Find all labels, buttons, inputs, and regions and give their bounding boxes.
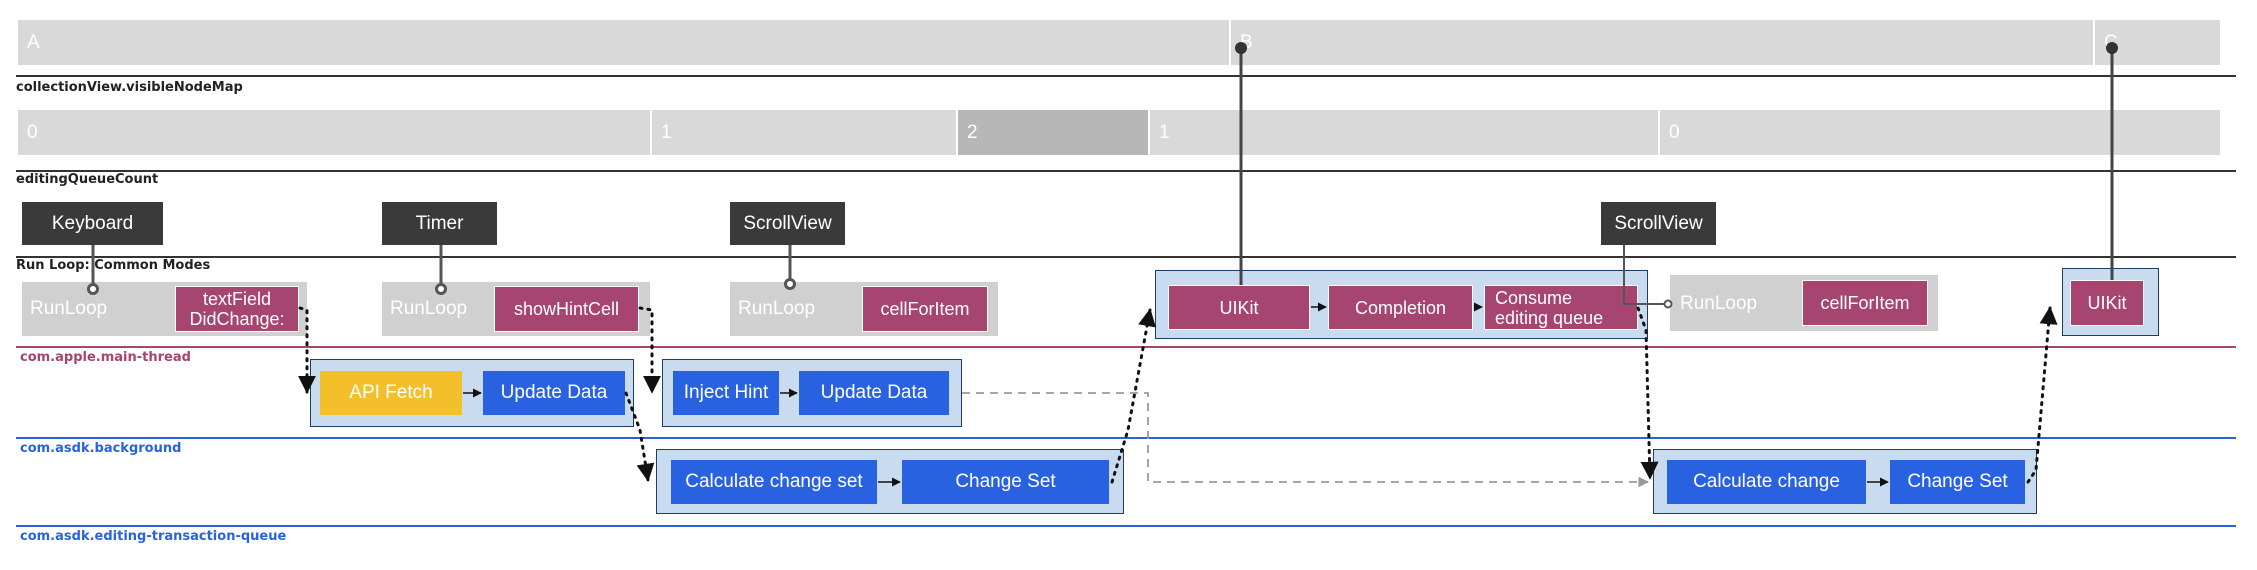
queue-count-value: 0	[27, 122, 38, 143]
source-timer: Timer	[382, 202, 497, 245]
queue-count-segment-1	[652, 110, 956, 155]
task-change-set: Change Set	[1890, 460, 2025, 504]
lane-rule-editing-queue	[16, 525, 2236, 527]
task-inject-hint: Inject Hint	[673, 371, 779, 415]
marker-c-line	[2106, 42, 2118, 280]
scrollview-connector	[1623, 245, 1673, 309]
queue-count-value: 1	[1159, 122, 1170, 143]
lane-rule-background	[16, 437, 2236, 439]
event-cell-for-item: cellForItem	[1802, 280, 1928, 326]
keyboard-connector	[87, 245, 99, 295]
lane-label-editing-queue-count: editingQueueCount	[16, 172, 159, 187]
queue-count-value: 1	[661, 122, 672, 143]
source-scrollview: ScrollView	[730, 202, 845, 245]
runloop-label: RunLoop	[738, 298, 816, 319]
lane-label-main-thread: com.apple.main-thread	[20, 350, 191, 365]
lane-rule-editing-queue-count	[16, 170, 2236, 172]
task-calculate-change: Calculate change	[1667, 460, 1866, 504]
event-consume-editing-queue: Consume editing queue	[1484, 285, 1638, 330]
dependency-arrow	[962, 392, 1650, 488]
runloop-label: RunLoop	[30, 298, 108, 319]
marker-divider-b	[1229, 20, 1231, 65]
marker-band	[18, 20, 2220, 65]
event-uikit: UIKit	[2070, 280, 2144, 326]
queue-count-segment-3	[1150, 110, 1658, 155]
queue-count-segment-4	[1660, 110, 2220, 155]
marker-a-label: A	[27, 32, 40, 53]
source-keyboard: Keyboard	[22, 202, 163, 245]
event-text-field-did-change: textField DidChange:	[175, 286, 299, 332]
lane-label-visible-node-map: collectionView.visibleNodeMap	[16, 80, 243, 95]
task-change-set: Change Set	[902, 460, 1109, 504]
flow-arrow	[463, 302, 1889, 487]
event-uikit: UIKit	[1168, 285, 1310, 330]
runloop-label: RunLoop	[390, 298, 468, 319]
lane-label-background: com.asdk.background	[20, 441, 182, 456]
cross-lane-arrow	[298, 306, 2058, 484]
event-label: textField DidChange:	[189, 289, 285, 329]
task-update-data: Update Data	[799, 371, 949, 415]
task-api-fetch: API Fetch	[320, 371, 462, 415]
queue-count-segment-2	[958, 110, 1148, 155]
lane-rule-run-loop	[16, 256, 2236, 258]
task-calculate-change-set: Calculate change set	[671, 460, 877, 504]
lane-rule-visible-node-map	[16, 75, 2236, 77]
event-completion: Completion	[1328, 285, 1473, 330]
queue-count-value: 0	[1669, 122, 1680, 143]
task-update-data: Update Data	[483, 371, 625, 415]
marker-b-line	[1235, 42, 1247, 285]
queue-count-segment-0	[18, 110, 650, 155]
event-cell-for-item: cellForItem	[862, 286, 988, 332]
runloop-label: RunLoop	[1680, 293, 1758, 314]
event-show-hint-cell: showHintCell	[494, 286, 639, 332]
source-scrollview: ScrollView	[1601, 202, 1716, 245]
queue-count-value: 2	[967, 122, 978, 143]
event-label: Consume editing queue	[1495, 287, 1604, 328]
marker-divider-c	[2093, 20, 2095, 65]
scrollview-connector	[784, 245, 796, 290]
lane-rule-main-thread	[16, 346, 2236, 348]
lane-label-run-loop: Run Loop: Common Modes	[16, 258, 211, 273]
timer-connector	[435, 245, 447, 295]
lane-label-editing-queue: com.asdk.editing-transaction-queue	[20, 529, 287, 544]
